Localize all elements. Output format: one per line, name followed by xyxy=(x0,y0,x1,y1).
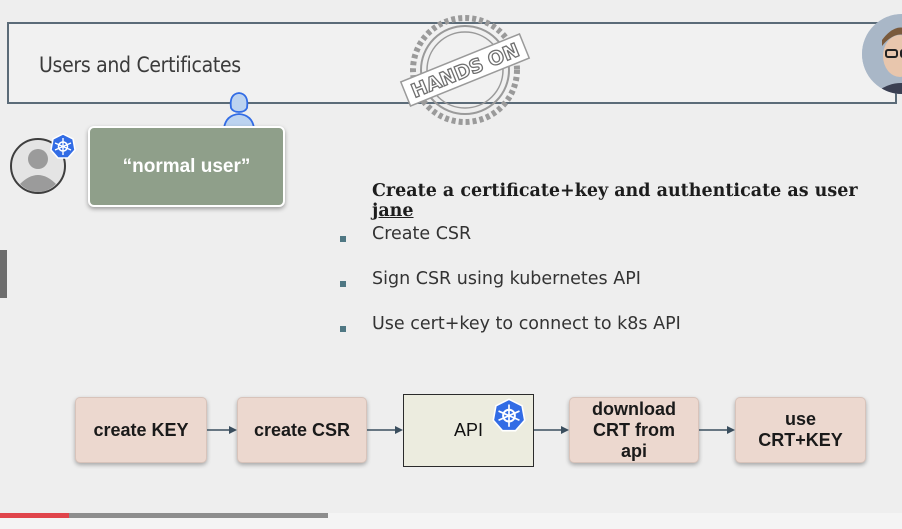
user-avatar-icon xyxy=(10,138,66,194)
flow-arrow xyxy=(367,426,403,434)
kubernetes-icon xyxy=(492,398,526,432)
bullet-text: Use cert+key to connect to k8s API xyxy=(372,314,681,334)
flow-step-label: create CSR xyxy=(253,419,351,440)
task-bullet-list: Create CSR Sign CSR using kubernetes API… xyxy=(340,224,681,359)
bullet-text: Create CSR xyxy=(372,224,472,244)
flow-step-label: API xyxy=(453,420,483,440)
bullet-item: Use cert+key to connect to k8s API xyxy=(340,314,681,359)
progress-buffered xyxy=(0,513,329,518)
flow-step-label: CRT from xyxy=(593,419,675,440)
task-headline: Create a certificate+key and authenticat… xyxy=(372,181,902,221)
bullet-item: Sign CSR using kubernetes API xyxy=(340,269,681,314)
normal-user-label: “normal user” xyxy=(122,155,251,177)
headline-user: jane xyxy=(372,201,414,221)
progress-played xyxy=(0,513,70,518)
female-user-icon xyxy=(223,92,255,128)
headline-text: Create a certificate+key and authenticat… xyxy=(372,181,858,201)
slide-title: Users and Certificates xyxy=(39,53,241,77)
flow-step-label: api xyxy=(620,440,647,461)
stamp-text: HANDS ON xyxy=(408,39,523,102)
video-progress-bar[interactable] xyxy=(0,513,902,529)
flow-arrow xyxy=(699,426,735,434)
bullet-marker xyxy=(340,326,346,332)
flow-step-label: download xyxy=(592,398,676,419)
slide-title-bar: Users and Certificates xyxy=(7,22,897,104)
flow-step-create-csr: create CSR xyxy=(237,397,367,463)
flow-arrow xyxy=(207,426,237,434)
flow-step-label: use xyxy=(784,409,817,429)
flow-step-label: create KEY xyxy=(93,419,189,440)
hands-on-stamp: HANDS ON xyxy=(399,15,531,125)
bullet-text: Sign CSR using kubernetes API xyxy=(372,269,641,289)
flow-arrow xyxy=(534,426,569,434)
bullet-marker xyxy=(340,281,346,287)
flow-step-create-key: create KEY xyxy=(75,397,207,463)
bullet-marker xyxy=(340,236,346,242)
normal-user-box: “normal user” xyxy=(88,126,285,207)
slide-edge-marker xyxy=(0,250,7,298)
flow-step-label: CRT+KEY xyxy=(758,430,843,450)
flow-step-use-crt-key: use CRT+KEY xyxy=(735,397,866,463)
kubernetes-icon xyxy=(50,133,76,159)
flow-step-download-crt: download CRT from api xyxy=(569,397,699,463)
bullet-item: Create CSR xyxy=(340,224,681,269)
